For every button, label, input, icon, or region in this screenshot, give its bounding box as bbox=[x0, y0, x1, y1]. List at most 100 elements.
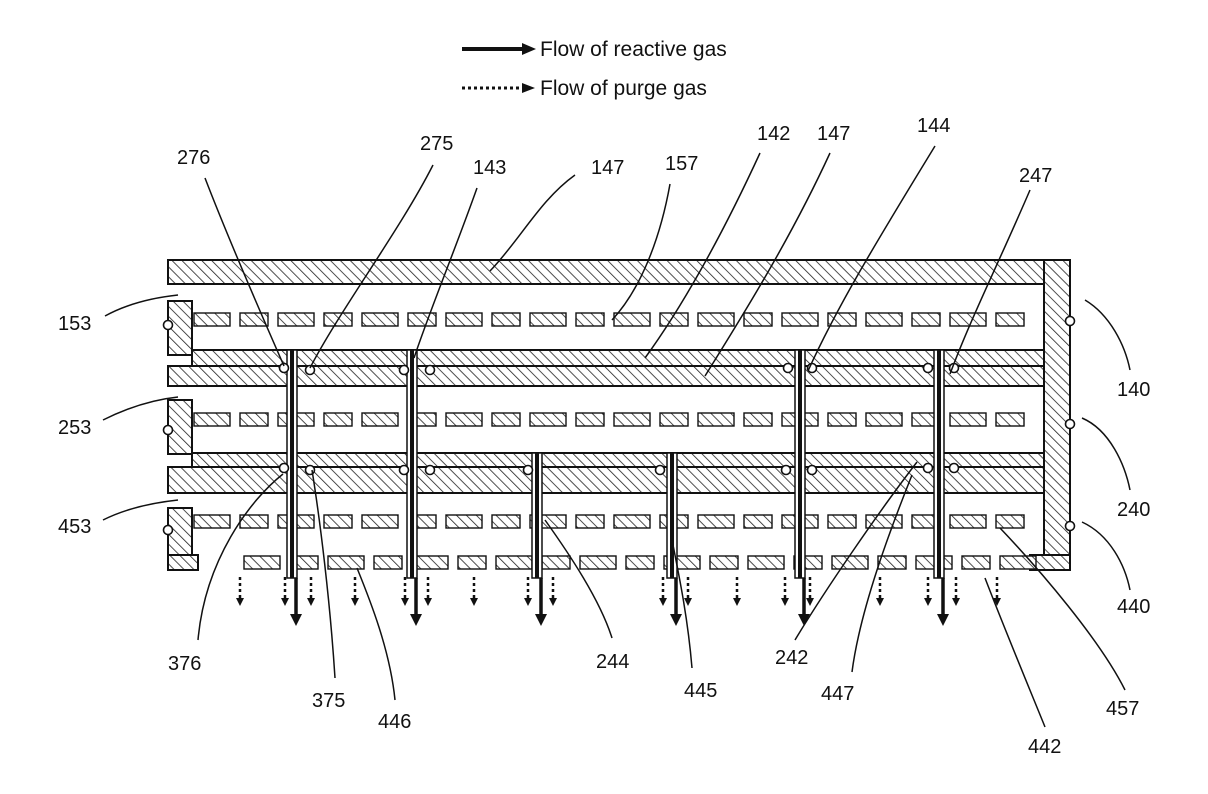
baffle-segment bbox=[495, 555, 533, 570]
baffle-segment bbox=[327, 555, 365, 570]
leader-144 bbox=[807, 145, 936, 372]
label-445: 445 bbox=[684, 680, 717, 702]
leader-242 bbox=[794, 461, 918, 641]
seal-ball bbox=[1064, 520, 1076, 532]
label-143: 143 bbox=[473, 157, 506, 179]
label-376: 376 bbox=[168, 653, 201, 675]
baffle-segment bbox=[709, 555, 739, 570]
label-244: 244 bbox=[596, 651, 629, 673]
leader-140 bbox=[1084, 299, 1131, 371]
baffle-segment bbox=[529, 312, 567, 327]
seal-ball bbox=[948, 462, 960, 474]
baffle-segment bbox=[445, 412, 483, 427]
leader-376 bbox=[197, 473, 284, 641]
legend-reactive: Flow of reactive gas bbox=[462, 38, 727, 61]
seal-ball bbox=[424, 364, 436, 376]
leader-147a bbox=[489, 174, 576, 272]
reactive-arrowhead-icon bbox=[290, 614, 302, 626]
seal-ball bbox=[398, 464, 410, 476]
baffle-segment bbox=[659, 412, 689, 427]
baffle-segment bbox=[995, 312, 1025, 327]
baffle-segment bbox=[697, 312, 735, 327]
seal-ball bbox=[1064, 418, 1076, 430]
label-140: 140 bbox=[1117, 379, 1150, 401]
purge-arrowhead-icon bbox=[952, 598, 960, 606]
reactive-arrowhead-icon bbox=[798, 614, 810, 626]
reactive-arrowhead-icon bbox=[410, 614, 422, 626]
baffle-segment bbox=[949, 312, 987, 327]
baffle-segment bbox=[361, 412, 399, 427]
purge-arrowhead-icon bbox=[424, 598, 432, 606]
purge-arrowhead-icon bbox=[659, 598, 667, 606]
baffle-segment bbox=[361, 312, 399, 327]
seal-ball bbox=[162, 524, 174, 536]
seal-ball bbox=[278, 462, 290, 474]
leader-275 bbox=[309, 164, 434, 369]
purge-arrowhead-icon bbox=[351, 598, 359, 606]
seal-ball bbox=[922, 362, 934, 374]
separator-plate-4 bbox=[167, 466, 1045, 494]
purge-arrowhead-icon bbox=[307, 598, 315, 606]
baffle-segment bbox=[193, 312, 231, 327]
seal-ball bbox=[162, 424, 174, 436]
baffle-segment bbox=[865, 514, 903, 529]
label-147b: 147 bbox=[817, 123, 850, 145]
purge-arrowhead-icon bbox=[781, 598, 789, 606]
legend: Flow of reactive gas Flow of purge gas bbox=[462, 38, 727, 100]
label-275: 275 bbox=[420, 133, 453, 155]
label-142: 142 bbox=[757, 123, 790, 145]
reactive-arrowhead-icon bbox=[535, 614, 547, 626]
baffle-segment bbox=[193, 412, 231, 427]
baffle-segment bbox=[697, 412, 735, 427]
baffle-segment bbox=[541, 555, 571, 570]
legend-purge-label: Flow of purge gas bbox=[540, 77, 707, 100]
baffle-segment bbox=[747, 555, 785, 570]
purge-arrowhead-icon bbox=[684, 598, 692, 606]
baffle-segment bbox=[961, 555, 991, 570]
baffle-segment bbox=[407, 312, 437, 327]
legend-reactive-label: Flow of reactive gas bbox=[540, 38, 727, 61]
baffle-segment bbox=[865, 312, 903, 327]
purge-arrowhead-icon bbox=[524, 598, 532, 606]
left-block-1 bbox=[167, 300, 193, 356]
baffle-segment bbox=[445, 312, 483, 327]
leader-lines bbox=[102, 145, 1131, 728]
baffle-segment bbox=[743, 312, 773, 327]
leader-445 bbox=[671, 539, 693, 669]
leader-253 bbox=[102, 396, 179, 421]
baffle-segment bbox=[999, 555, 1037, 570]
leader-440 bbox=[1081, 521, 1131, 591]
baffle-segment bbox=[911, 312, 941, 327]
purge-arrowhead-icon bbox=[806, 598, 814, 606]
label-375: 375 bbox=[312, 690, 345, 712]
leader-142 bbox=[644, 152, 761, 359]
label-157: 157 bbox=[665, 153, 698, 175]
seal-ball bbox=[782, 362, 794, 374]
baffle-segment bbox=[373, 555, 403, 570]
purge-arrowhead-icon bbox=[876, 598, 884, 606]
seal-ball bbox=[654, 464, 666, 476]
leader-157 bbox=[611, 183, 671, 321]
label-442: 442 bbox=[1028, 736, 1061, 758]
label-147a: 147 bbox=[591, 157, 624, 179]
baffle-segment bbox=[949, 412, 987, 427]
reactive-arrowhead-icon bbox=[937, 614, 949, 626]
leader-446 bbox=[356, 567, 396, 701]
label-153: 153 bbox=[58, 313, 91, 335]
label-276: 276 bbox=[177, 147, 210, 169]
baffle-segment bbox=[613, 312, 651, 327]
baffle-segment bbox=[323, 514, 353, 529]
leader-453 bbox=[102, 499, 179, 521]
purge-arrowhead-icon bbox=[522, 83, 535, 93]
seal-ball bbox=[398, 364, 410, 376]
seal-ball bbox=[522, 464, 534, 476]
seal-ball bbox=[278, 362, 290, 374]
leader-447 bbox=[851, 474, 913, 673]
label-253: 253 bbox=[58, 417, 91, 439]
purge-arrowhead-icon bbox=[993, 598, 1001, 606]
baffle-segment bbox=[361, 514, 399, 529]
baffle-segment bbox=[239, 514, 269, 529]
label-240: 240 bbox=[1117, 499, 1150, 521]
baffle-segment bbox=[323, 412, 353, 427]
leader-147b bbox=[704, 152, 831, 377]
